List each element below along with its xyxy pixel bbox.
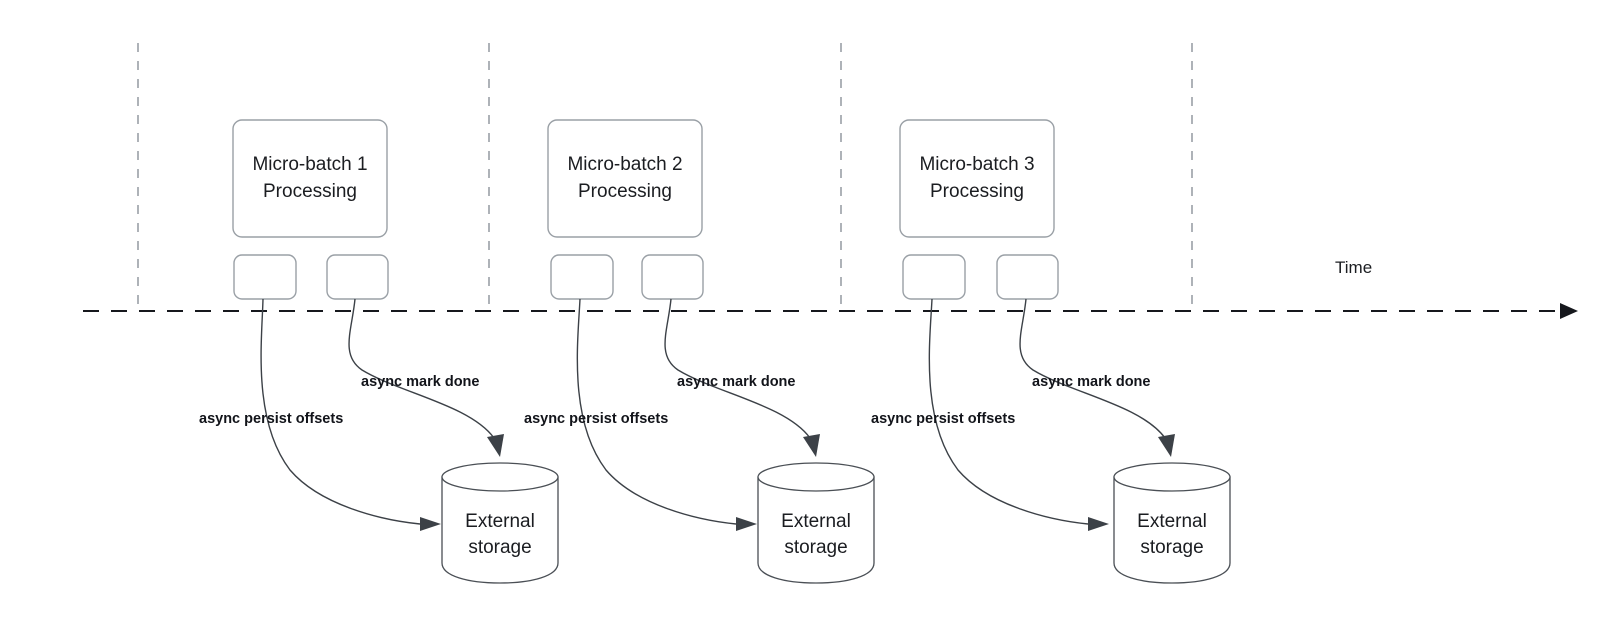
- external-storage-2-label-line2: storage: [784, 537, 847, 558]
- time-axis-label: Time: [1335, 258, 1372, 277]
- micro-batch-3-mark-done-arrow-icon: [1158, 434, 1175, 457]
- micro-batch-1-persist-offsets-label: async persist offsets: [199, 411, 343, 427]
- micro-batch-3-task-box-persist[interactable]: [902, 254, 966, 300]
- external-storage-3-top: [1113, 462, 1231, 492]
- micro-batch-1-task-box-persist[interactable]: [233, 254, 297, 300]
- external-storage-2-body[interactable]: [757, 476, 875, 584]
- micro-batch-3-task-box-mark-done[interactable]: [996, 254, 1059, 300]
- micro-batch-2-persist-offsets-arrow-icon: [736, 517, 757, 531]
- micro-batch-1-processing-box[interactable]: [232, 119, 388, 238]
- micro-batch-3-mark-done-edge: [1019, 298, 1166, 439]
- micro-batch-1-persist-offsets-arrow-icon: [420, 517, 441, 531]
- micro-batch-2-mark-done-label: async mark done: [677, 374, 795, 390]
- external-storage-2-top: [757, 462, 875, 492]
- external-storage-3-label-line1: External: [1137, 511, 1207, 532]
- micro-batch-2-label-line2: Processing: [578, 181, 672, 202]
- micro-batch-2-processing-box[interactable]: [547, 119, 703, 238]
- micro-batch-2-persist-offsets-label: async persist offsets: [524, 411, 668, 427]
- micro-batch-1-mark-done-label: async mark done: [361, 374, 479, 390]
- micro-batch-3-mark-done-label: async mark done: [1032, 374, 1150, 390]
- micro-batch-2-persist-offsets-edge: [576, 298, 737, 525]
- micro-batch-3-persist-offsets-arrow-icon: [1088, 517, 1109, 531]
- micro-batch-1-label-line1: Micro-batch 1: [252, 154, 367, 175]
- external-storage-1-body[interactable]: [441, 476, 559, 584]
- micro-batch-3-processing-box[interactable]: [899, 119, 1055, 238]
- time-axis-arrow-icon: [1560, 303, 1578, 319]
- external-storage-3-label-line2: storage: [1140, 537, 1203, 558]
- micro-batch-1-label-line2: Processing: [263, 181, 357, 202]
- external-storage-1-label-line1: External: [465, 511, 535, 532]
- external-storage-3-body[interactable]: [1113, 476, 1231, 584]
- micro-batch-2-label-line1: Micro-batch 2: [567, 154, 682, 175]
- micro-batch-3-persist-offsets-label: async persist offsets: [871, 411, 1015, 427]
- micro-batch-1-mark-done-edge: [348, 298, 495, 439]
- micro-batch-1-persist-offsets-edge: [260, 298, 421, 525]
- external-storage-1-label-line2: storage: [468, 537, 531, 558]
- micro-batch-3-label-line2: Processing: [930, 181, 1024, 202]
- micro-batch-2-mark-done-edge: [664, 298, 811, 439]
- micro-batch-2-mark-done-arrow-icon: [803, 434, 820, 457]
- micro-batch-3-persist-offsets-edge: [928, 298, 1089, 525]
- micro-batch-1-mark-done-arrow-icon: [487, 434, 504, 457]
- external-storage-1-top: [441, 462, 559, 492]
- micro-batch-1-task-box-mark-done[interactable]: [326, 254, 389, 300]
- external-storage-2-label-line1: External: [781, 511, 851, 532]
- micro-batch-2-task-box-persist[interactable]: [550, 254, 614, 300]
- micro-batch-2-task-box-mark-done[interactable]: [641, 254, 704, 300]
- micro-batch-3-label-line1: Micro-batch 3: [919, 154, 1034, 175]
